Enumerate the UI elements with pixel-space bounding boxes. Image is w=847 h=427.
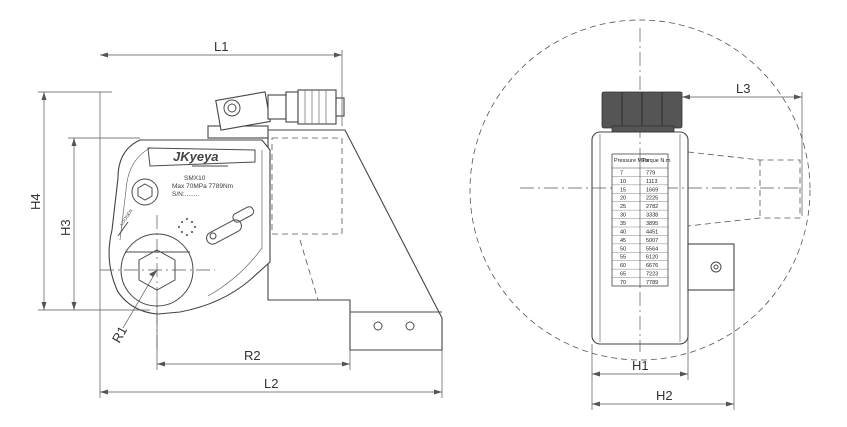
table-cell-torque: 6120 [646,255,658,261]
dim-H4-label: H4 [28,193,43,210]
table-cell-pressure: 35 [620,221,626,227]
table-cell-pressure: 30 [620,213,626,219]
table-cell-pressure: 55 [620,255,626,261]
arm-hole-2 [405,321,415,331]
dim-H1-label: H1 [632,358,649,373]
arm-hole-1 [373,321,383,331]
table-cell-torque: 2782 [646,204,658,210]
swivel-joint [223,99,241,117]
hose-coupler [297,89,337,125]
wrench-housing [108,139,271,315]
plate-spec: Max 70MPa 7789Nm [172,183,233,190]
vent-dots [177,217,197,237]
front-view: Pressure MPa Torque N.m 7 779 10 1113 15 1669… [469,19,811,410]
table-cell-pressure: 25 [620,204,626,210]
table-cell-torque: 4451 [646,229,658,235]
dim-H2-label: H2 [656,388,673,403]
table-cell-pressure: 60 [620,263,626,269]
table-cell-torque: 5007 [646,238,658,244]
table-header-torque: Torque N.m [642,158,671,164]
table-cell-pressure: 50 [620,246,626,252]
dim-L3-label: L3 [736,81,750,96]
square-drive [687,243,735,291]
swing-circle [469,19,811,361]
table-cell-pressure: 15 [620,187,626,193]
table-cell-pressure: 40 [620,229,626,235]
dim-R1-label: R1 [109,324,130,346]
reaction-arm [267,129,443,351]
side-view: JKyeya SMX10 Max 70MPa 7789Nm S/N:......… [28,39,443,398]
dim-L2-label: L2 [264,376,278,391]
table-cell-torque: 1113 [646,179,657,185]
table-cell-pressure: 20 [620,196,626,202]
table-header-pressure: Pressure MPa [614,158,650,164]
table-cell-pressure: 7 [620,170,623,176]
table-cell-pressure: 70 [620,280,626,286]
table-cell-torque: 6676 [646,263,658,269]
plate-serial: S/N:........ [172,191,199,198]
plate-model: SMX10 [184,175,206,182]
dim-R2-label: R2 [244,348,261,363]
table-cell-pressure: 10 [620,179,626,185]
torque-table: Pressure MPa Torque N.m 7 779 10 1113 15 1669… [611,153,671,287]
dim-H3-label: H3 [58,219,73,236]
table-cell-torque: 7223 [646,272,658,278]
table-cell-torque: 2225 [646,196,658,202]
table-cell-pressure: 65 [620,272,626,278]
table-cell-torque: 5564 [646,246,658,252]
table-cell-torque: 1669 [646,187,658,193]
table-cell-pressure: 45 [620,238,626,244]
dim-L1-label: L1 [214,39,228,54]
table-cell-torque: 779 [646,170,655,176]
adjust-slot [206,219,242,245]
table-cell-torque: 3895 [646,221,658,227]
table-cell-torque: 3338 [646,213,658,219]
hex-plug [131,178,159,206]
table-cell-torque: 7789 [646,280,658,286]
brand-logo-text: JKyeya [173,149,219,164]
